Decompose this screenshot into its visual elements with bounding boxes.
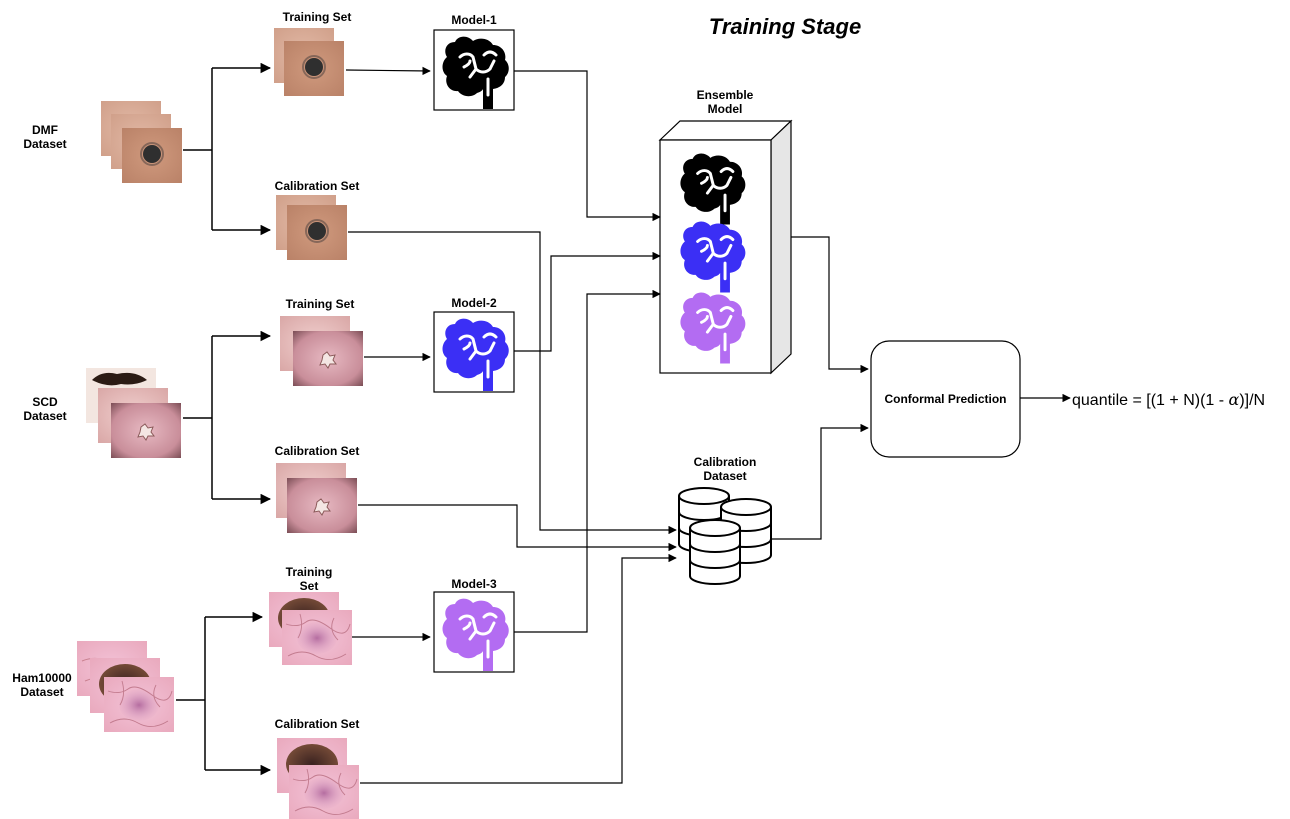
ensemble-model-label-line1: Ensemble [696, 88, 754, 102]
calibration-dataset-label-line2: Dataset [703, 469, 747, 483]
scd-dataset-images [86, 368, 182, 459]
ham10000-dataset-label: Ham10000 Dataset [0, 671, 84, 699]
formula-suffix: )]/N [1239, 392, 1266, 409]
dmf-training-set-label: Training Set [282, 10, 352, 24]
dmf-training-set-images [274, 28, 345, 97]
dmf-dataset-label: DMF Dataset [10, 123, 80, 151]
calibration-dataset-label-line1: Calibration [693, 455, 757, 469]
dmf-calibration-set-label: Calibration Set [274, 179, 360, 193]
conformal-prediction-box [870, 340, 1021, 458]
scd-calibration-set-label: Calibration Set [274, 444, 360, 458]
ensemble-model-label: Ensemble Model [680, 88, 770, 116]
calibration-to-dataset-arrows [348, 231, 677, 784]
model-2-label: Model-2 [451, 296, 497, 310]
ensemble-model-box [658, 119, 793, 375]
model-to-ensemble-arrows [514, 70, 661, 633]
model-2-box [433, 311, 515, 393]
model-3-box [433, 591, 515, 673]
scd-training-set-images [280, 316, 364, 387]
ham-training-set-label-line1: Training [285, 565, 333, 579]
training-to-model-arrows [345, 66, 431, 642]
ensemble-model-label-line2: Model [707, 102, 743, 116]
dmf-dataset-images [101, 101, 183, 184]
diagram-title: Training Stage [708, 14, 862, 39]
ham-dataset-images [76, 640, 175, 733]
formula-alpha: α [1228, 390, 1240, 409]
dataset-split-connectors [176, 62, 272, 776]
model-1-box [433, 29, 515, 111]
formula-prefix: quantile = [(1 + N)(1 - [1072, 392, 1229, 409]
calibration-dataset-database-icon [678, 487, 772, 585]
to-conformal-arrows [772, 236, 1071, 540]
scd-dataset-label-line2: Dataset [23, 409, 67, 423]
model-3-label: Model-3 [451, 577, 497, 591]
scd-training-set-label: Training Set [285, 297, 355, 311]
scd-calibration-set-images [276, 463, 358, 534]
model-1-label: Model-1 [451, 13, 497, 27]
conformal-prediction-label: Conformal Prediction [884, 392, 1007, 406]
scd-dataset-label-line1: SCD [32, 395, 58, 409]
calibration-dataset-label: Calibration Dataset [670, 455, 780, 483]
ham10000-dataset-label-line1: Ham10000 [12, 671, 72, 685]
scd-dataset-label: SCD Dataset [10, 395, 80, 423]
ham-calibration-set-images [277, 738, 360, 819]
quantile-formula: quantile = [(1 + N)(1 - α)]/N [1072, 390, 1265, 410]
ham-training-set-images [269, 592, 353, 666]
dmf-calibration-set-images [276, 195, 348, 261]
dmf-dataset-label-line1: DMF [32, 123, 58, 137]
ham10000-dataset-label-line2: Dataset [20, 685, 64, 699]
dmf-dataset-label-line2: Dataset [23, 137, 67, 151]
ham-training-set-label: Training Set [279, 565, 339, 593]
ham-calibration-set-label: Calibration Set [274, 717, 360, 731]
ham-training-set-label-line2: Set [299, 579, 319, 593]
